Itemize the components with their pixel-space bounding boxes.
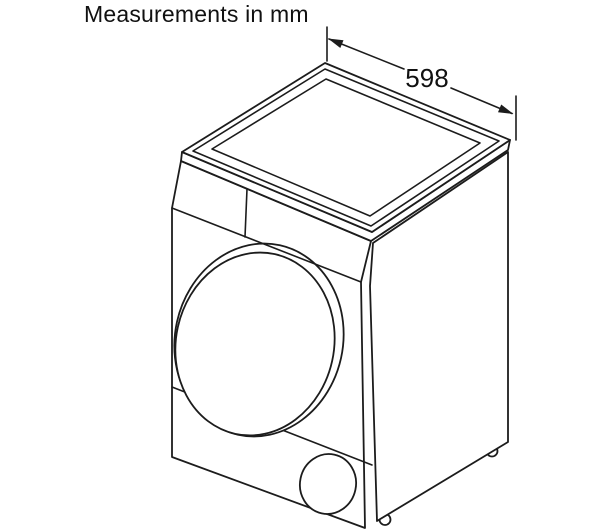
width-dimension-label: 598	[405, 63, 448, 93]
diagram-title: Measurements in mm	[84, 1, 309, 27]
dryer-side-panel	[369, 151, 509, 522]
service-flap	[299, 453, 357, 515]
dryer-top-panel	[180, 62, 511, 242]
width-dimension: 598	[326, 26, 517, 141]
dimension-arrow-left	[328, 38, 344, 48]
dimension-arrow-right	[498, 104, 514, 114]
dryer-control-panel	[171, 188, 362, 283]
dryer-door	[173, 242, 345, 438]
